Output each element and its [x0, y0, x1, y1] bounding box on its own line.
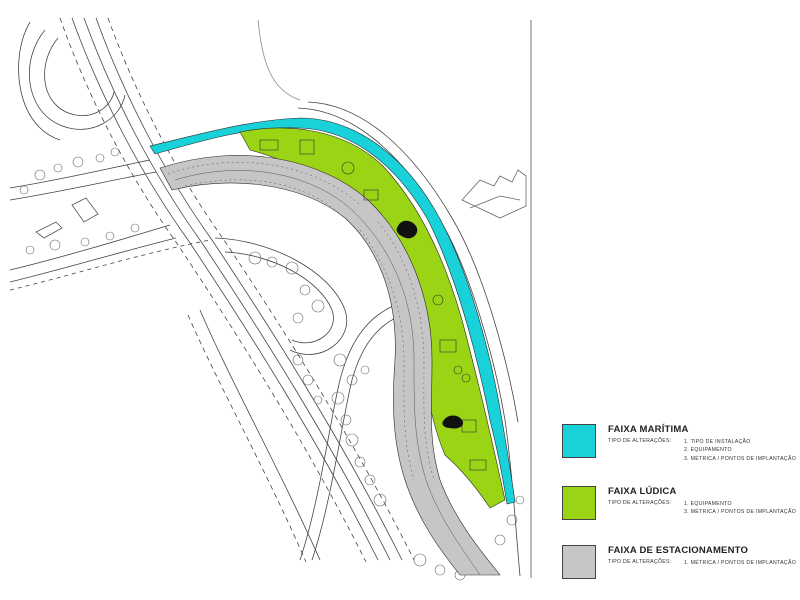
legend-item: 1. TIPO DE INSTALAÇÃO [684, 439, 751, 445]
legend-ludic: FAIXA LÚDICA TIPO DE ALTERAÇÕES: 1. EQUI… [562, 486, 796, 536]
legend-swatch-parking [562, 545, 596, 579]
legend-subtitle-maritime: TIPO DE ALTERAÇÕES: [608, 438, 672, 444]
legend-item: 3. MÉTRICA / PONTOS DE IMPLANTAÇÃO [684, 455, 797, 462]
legend-list-parking: 1. MÉTRICA / PONTOS DE IMPLANTAÇÃO [684, 559, 796, 567]
legend-title-maritime: FAIXA MARÍTIMA [608, 424, 689, 435]
legend-maritime: FAIXA MARÍTIMA TIPO DE ALTERAÇÕES: 1. TI… [562, 424, 796, 474]
parking-stalls [167, 162, 481, 576]
legend-subtitle-parking: TIPO DE ALTERAÇÕES: [608, 559, 672, 565]
legend-title-parking: FAIXA DE ESTACIONAMENTO [608, 545, 749, 556]
parking-strip [159, 155, 501, 576]
legend-swatch-ludic [562, 486, 596, 520]
legend-item: 1. EQUIPAMENTO [684, 501, 732, 507]
legend-item: 3. MÉTRICA / PONTOS DE IMPLANTAÇÃO [684, 509, 797, 516]
pavilion-markers [396, 220, 464, 429]
legend-subtitle-ludic: TIPO DE ALTERAÇÕES: [608, 500, 672, 506]
legend-parking: FAIXA DE ESTACIONAMENTO TIPO DE ALTERAÇÕ… [562, 545, 796, 595]
legend-item: 1. MÉTRICA / PONTOS DE IMPLANTAÇÃO [684, 560, 797, 566]
legend-item: 2. EQUIPAMENTO [684, 447, 732, 454]
legend-title-ludic: FAIXA LÚDICA [608, 486, 677, 497]
legend-list-ludic: 1. EQUIPAMENTO 3. MÉTRICA / PONTOS DE IM… [684, 500, 796, 517]
trees [19, 147, 525, 581]
ludic-equipment [259, 139, 487, 471]
maritime-strip [149, 117, 516, 505]
legend-swatch-maritime [562, 424, 596, 458]
legend-list-maritime: 1. TIPO DE INSTALAÇÃO 2. EQUIPAMENTO 3. … [684, 438, 796, 463]
